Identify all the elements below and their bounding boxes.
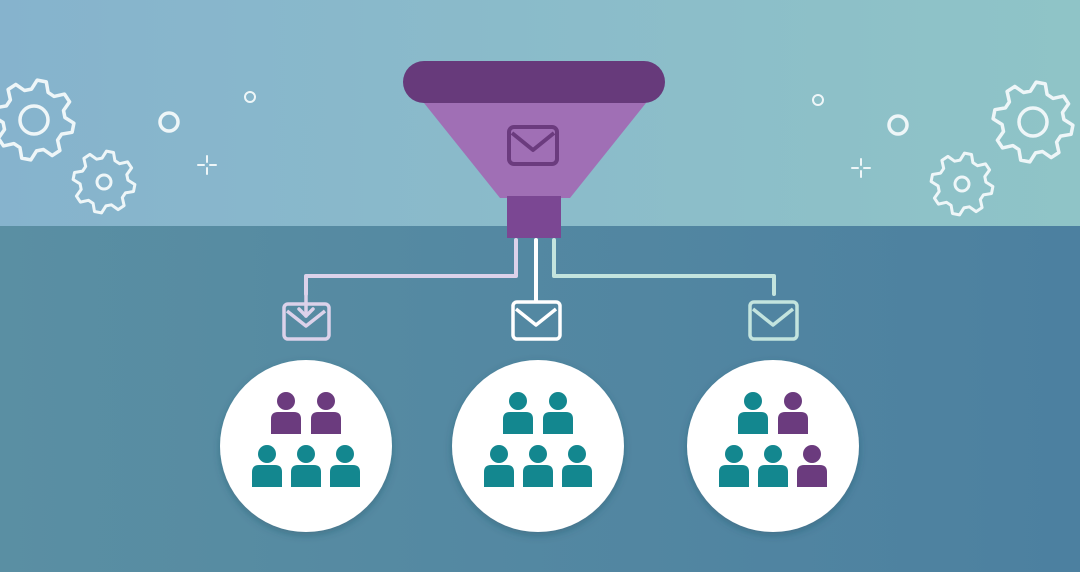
ring-icon bbox=[812, 94, 824, 106]
envelope-icon bbox=[511, 300, 562, 341]
person-icon bbox=[562, 445, 592, 487]
person-icon bbox=[311, 392, 341, 434]
audience-group-center bbox=[452, 360, 624, 532]
person-icon bbox=[484, 445, 514, 487]
gear-icon bbox=[0, 78, 76, 162]
sparkle-icon bbox=[197, 155, 217, 175]
audience-group-left bbox=[220, 360, 392, 532]
person-icon bbox=[778, 392, 808, 434]
gear-icon bbox=[991, 80, 1075, 164]
person-icon bbox=[271, 392, 301, 434]
person-icon bbox=[252, 445, 282, 487]
person-icon bbox=[797, 445, 827, 487]
connector-line-left bbox=[304, 238, 518, 296]
audience-group-right bbox=[687, 360, 859, 532]
connector-lines bbox=[304, 238, 776, 302]
gear-icon bbox=[71, 149, 137, 215]
funnel bbox=[403, 61, 665, 238]
ring-icon bbox=[887, 114, 909, 136]
envelope-icon bbox=[507, 125, 559, 166]
person-icon bbox=[758, 445, 788, 487]
funnel-rim bbox=[403, 61, 665, 103]
envelope-icon bbox=[748, 300, 799, 341]
ring-icon bbox=[158, 111, 180, 133]
connector-line-right bbox=[552, 238, 776, 296]
person-icon bbox=[330, 445, 360, 487]
funnel-neck bbox=[507, 196, 561, 238]
download-arrow-icon bbox=[297, 292, 315, 318]
decoration-layer bbox=[0, 78, 1075, 217]
person-icon bbox=[523, 445, 553, 487]
person-icon bbox=[738, 392, 768, 434]
person-icon bbox=[543, 392, 573, 434]
sparkle-icon bbox=[851, 158, 871, 178]
person-icon bbox=[719, 445, 749, 487]
person-icon bbox=[291, 445, 321, 487]
gear-icon bbox=[929, 151, 995, 217]
ring-icon bbox=[244, 91, 256, 103]
person-icon bbox=[503, 392, 533, 434]
